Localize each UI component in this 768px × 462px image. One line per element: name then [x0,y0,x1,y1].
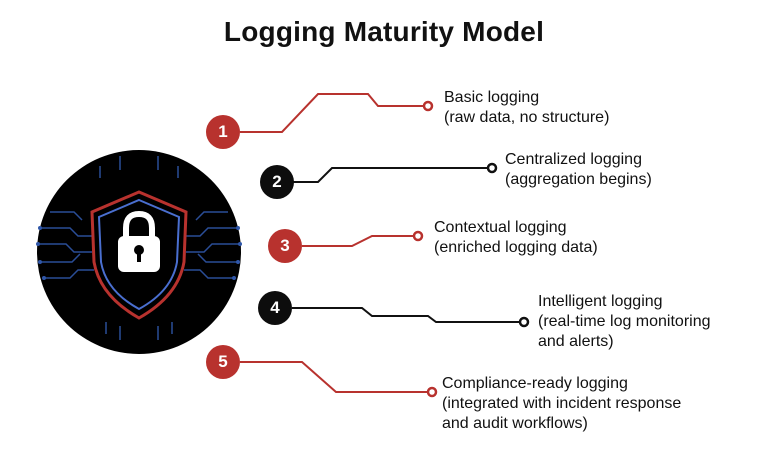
connector-ends [412,100,530,398]
step-3-desc: (enriched logging data) [434,239,598,256]
step-1-desc: (raw data, no structure) [444,109,610,126]
circuit-traces [38,156,240,340]
step-4-title: Intelligent logging [538,293,663,310]
connector-4 [292,307,524,323]
step-5-desc-cont: and audit workflows) [442,415,588,432]
step-label-5: Compliance-ready logging (integrated wit… [442,374,681,434]
step-label-3: Contextual logging (enriched logging dat… [434,218,598,258]
page-title: Logging Maturity Model [223,16,545,47]
step-2-title: Centralized logging [505,151,642,168]
step-label-2: Centralized logging (aggregation begins) [505,150,652,190]
connector-1 [240,93,428,133]
padlock-icon [118,210,160,272]
step-badge-3: 3 [268,229,302,263]
step-badge-1: 1 [206,115,240,149]
step-1-title: Basic logging [444,89,540,106]
circuit-nodes [36,226,242,280]
shield-outer [90,190,188,320]
connectors [240,93,524,393]
connector-5 [240,361,432,393]
step-4-desc-cont: and alerts) [538,333,614,350]
step-5-title: Compliance-ready logging [442,375,628,392]
step-badge-5: 5 [206,345,240,379]
connector-2 [292,167,492,183]
step-4-desc: (real-time log monitoring [538,313,711,330]
step-label-4: Intelligent logging (real-time log monit… [538,292,711,352]
security-emblem [36,150,242,354]
step-3-title: Contextual logging [434,219,567,236]
step-badge-2: 2 [260,165,294,199]
step-badge-4: 4 [258,291,292,325]
connector-3 [302,235,418,247]
step-2-desc: (aggregation begins) [505,171,652,188]
shield-inner [97,198,181,311]
step-5-desc: (integrated with incident response [442,395,682,412]
step-label-1: Basic logging (raw data, no structure) [444,88,609,128]
